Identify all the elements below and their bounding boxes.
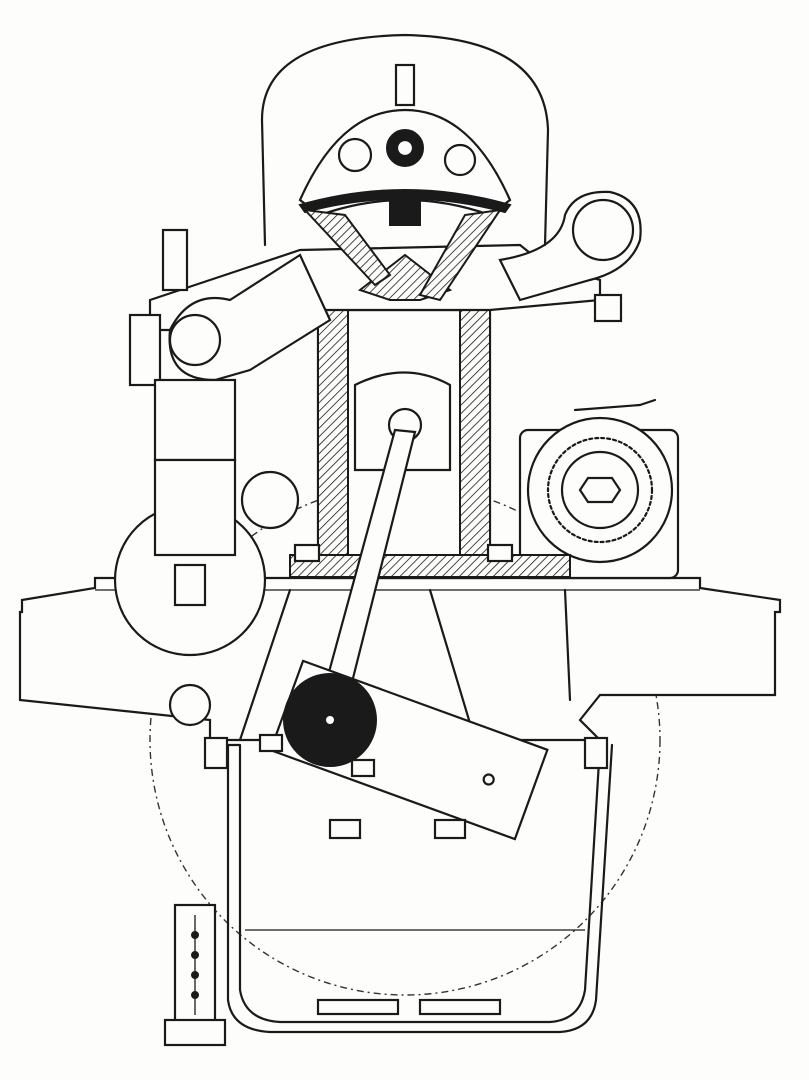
- intake-port: [571, 198, 635, 262]
- fuel-inlet: [161, 228, 189, 292]
- pump-hole: [191, 931, 199, 939]
- cover-stud: [394, 63, 416, 107]
- generator-nut: [578, 476, 622, 504]
- bearing-bolt-left: [258, 733, 284, 753]
- sump-baffle-left: [316, 998, 400, 1016]
- crankcase-wall-right: [563, 588, 572, 702]
- head-stud-left: [293, 543, 321, 563]
- crankpin-center: [326, 716, 334, 724]
- bearing-bolt-right: [350, 758, 376, 778]
- main-bearing-nut-left: [328, 818, 362, 840]
- cylinder-wall-left: [317, 309, 349, 579]
- sump-bolt-right: [583, 736, 609, 770]
- rocker-pivot-right: [443, 143, 477, 177]
- rocker-pivot-left: [337, 137, 373, 173]
- head-stud-right: [486, 543, 514, 563]
- generator-armature: [546, 436, 654, 544]
- rocker-cover: [260, 33, 550, 247]
- sump-outer-wall: [226, 743, 614, 1034]
- main-bearing-nut-right: [433, 818, 467, 840]
- carburettor-float-chamber: [153, 458, 237, 557]
- rocker-arm: [298, 189, 512, 214]
- rocker-pivot-center-hole: [395, 138, 415, 158]
- crankcase-wall-left: [238, 588, 292, 742]
- exhaust-port: [168, 313, 222, 367]
- manifold-bolt: [593, 293, 623, 323]
- sump-baffle-right: [418, 998, 502, 1016]
- valve-spring-cap: [389, 194, 421, 226]
- valve-stem-left: [302, 208, 392, 287]
- oil-sump: [213, 743, 602, 1024]
- generator-strap: [573, 398, 657, 412]
- pump-hole: [191, 991, 199, 999]
- pump-hole: [191, 951, 199, 959]
- block-base: [289, 554, 571, 578]
- drain-nut: [168, 683, 212, 727]
- oil-pump-cap: [163, 1018, 227, 1047]
- pulley-bolt: [173, 563, 207, 607]
- sump-bolt-left: [203, 736, 229, 770]
- carburettor-body: [153, 378, 237, 462]
- valve-stem-right: [418, 208, 503, 302]
- cylinder-wall-right: [459, 309, 491, 579]
- oil-filler-cap: [240, 470, 300, 530]
- pump-hole: [191, 971, 199, 979]
- carburettor-flange: [128, 313, 162, 387]
